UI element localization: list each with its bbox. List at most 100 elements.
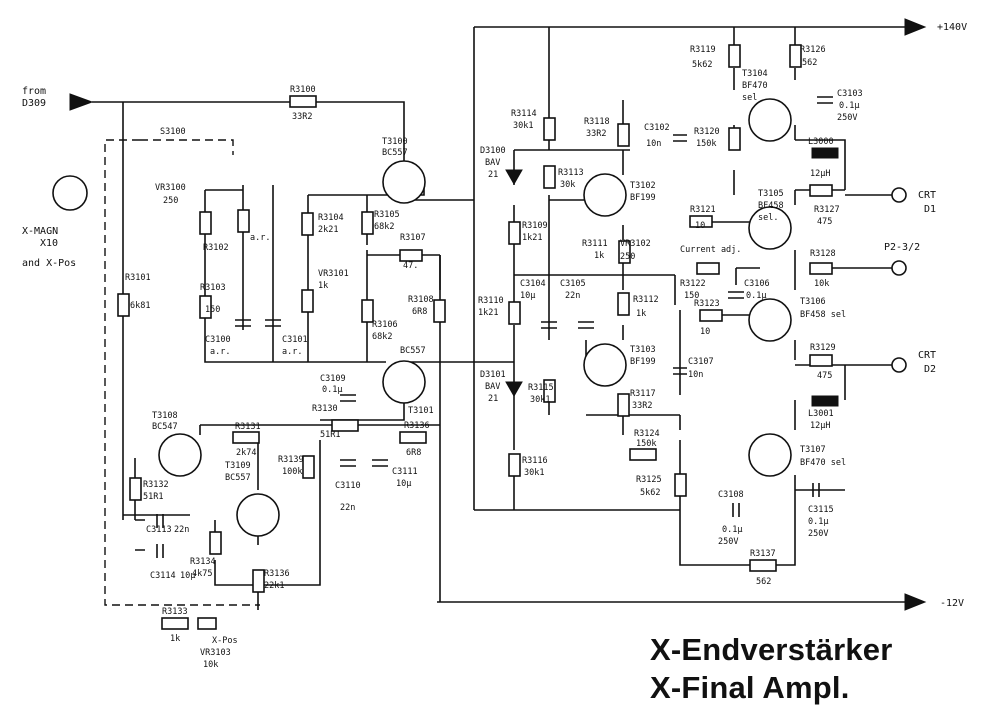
d1-label: D1 [924,204,936,215]
input-source-label: D309 [22,98,46,109]
r3107-label: R3107 [400,233,426,243]
r3121-label: R3121 [690,205,716,215]
t3102-type: BF199 [630,193,656,203]
r3117-value: 33R2 [632,401,652,411]
resistor-r3129 [809,354,833,367]
r3122-value: 150 [684,291,699,301]
r3139-label: R3139 [278,455,304,465]
c3103-rating: 250V [837,113,857,123]
resistor-r3104 [301,212,314,236]
capacitor-c3103 [817,96,833,104]
r3109-label: R3109 [522,221,548,231]
resistor-r3100 [289,95,317,108]
capacitor-c3115 [812,483,820,497]
c3111-label: C3111 [392,467,418,477]
r3113-label: R3113 [558,168,584,178]
r3118-value: 33R2 [586,129,606,139]
r3130-label: R3130 [312,404,338,414]
resistor-r3103 [199,295,212,319]
resistor-r3113 [543,165,556,189]
c3110-label: C3110 [335,481,361,491]
transistor-t3105 [748,206,792,250]
c3106-label: C3106 [744,279,770,289]
r3119-label: R3119 [690,45,716,55]
c3104-value: 10µ [520,291,535,301]
transistor-t3104 [748,98,792,142]
transistor-t3103 [583,343,627,387]
c3101-label: C3101 [282,335,308,345]
r3137-label: R3137 [750,549,776,559]
probe-jack [52,175,88,211]
p2-label: P2-3/2 [884,242,920,253]
inductor-l3000 [811,147,839,159]
title-german: X-Endverstärker [650,632,893,667]
t3104-sel: sel [742,93,757,103]
resistor-r3136 [399,431,427,444]
r3120-value: 150k [696,139,716,149]
c3103-label: C3103 [837,89,863,99]
input-from-label: from [22,86,46,97]
neg-supply-label: -12V [940,598,964,609]
r3136-value: 6R8 [406,448,421,458]
t3105-type: BF458 [758,201,784,211]
capacitor-c3105 [578,321,594,329]
pos-supply-label: +140V [937,22,967,33]
resistor-r3126 [789,44,802,68]
t3100-type: BC557 [382,148,408,158]
capacitor-c3101 [265,319,281,327]
switch-label: S3100 [160,127,186,137]
vr3102-value: 250 [620,252,635,262]
potentiometer-vr3103 [197,617,217,630]
t3107-label: T3107 [800,445,826,455]
r3117-label: R3117 [630,389,656,399]
r3114-label: R3114 [511,109,537,119]
t3104-type: BF470 [742,81,768,91]
transistor-t3107 [748,433,792,477]
c3102-label: C3102 [644,123,670,133]
resistor-r3137 [749,559,777,572]
r3131-label: R3131 [235,422,261,432]
resistor-r3115 [543,379,556,403]
r3115-label: R3115 [528,383,554,393]
c3108-label: C3108 [718,490,744,500]
resistor-r3130 [331,419,359,432]
p2-terminal [891,260,907,276]
t3106-type: BF458 sel [800,310,846,320]
r3135-label: R3136 [264,569,290,579]
r3113-value: 30k [560,180,575,190]
r3136-label: R3136 [404,421,430,431]
r3119-value: 5k62 [692,60,712,70]
capacitor-c3113 [156,514,164,528]
r3130-value: 51R1 [320,430,340,440]
r3137-value: 562 [756,577,771,587]
r3124-label: R3124 [634,429,660,439]
crt1-label: CRT [918,190,936,201]
resistor-r3117 [617,393,630,417]
d3101-num: 21 [488,394,498,404]
r3133-value: 1k [170,634,180,644]
r3106-value: 68k2 [372,332,392,342]
neg-supply-arrow [904,593,927,611]
c3108-value: 0.1µ [722,525,742,535]
r3126-value: 562 [802,58,817,68]
r3101-label: R3101 [125,273,151,283]
title-english: X-Final Ampl. [650,670,850,705]
t3109-type: BC557 [225,473,251,483]
capacitor-c3108 [732,503,740,517]
capacitor-c3111 [372,459,388,467]
r3132-label: R3132 [143,480,169,490]
t3106-label: T3106 [800,297,826,307]
resistor-r3139 [302,455,315,479]
r3100-label: R3100 [290,85,316,95]
c3115-value: 0.1µ [808,517,828,527]
r3129-label: R3129 [810,343,836,353]
c3110-value: 22n [340,503,355,513]
r3112-label: R3112 [633,295,659,305]
d2-label: D2 [924,364,936,375]
r3139-value: 100k [282,467,302,477]
l3001-label: L3001 [808,409,834,419]
r3110-label: R3110 [478,296,504,306]
r3103-value: 150 [205,305,220,315]
r3123-value: 10 [700,327,710,337]
